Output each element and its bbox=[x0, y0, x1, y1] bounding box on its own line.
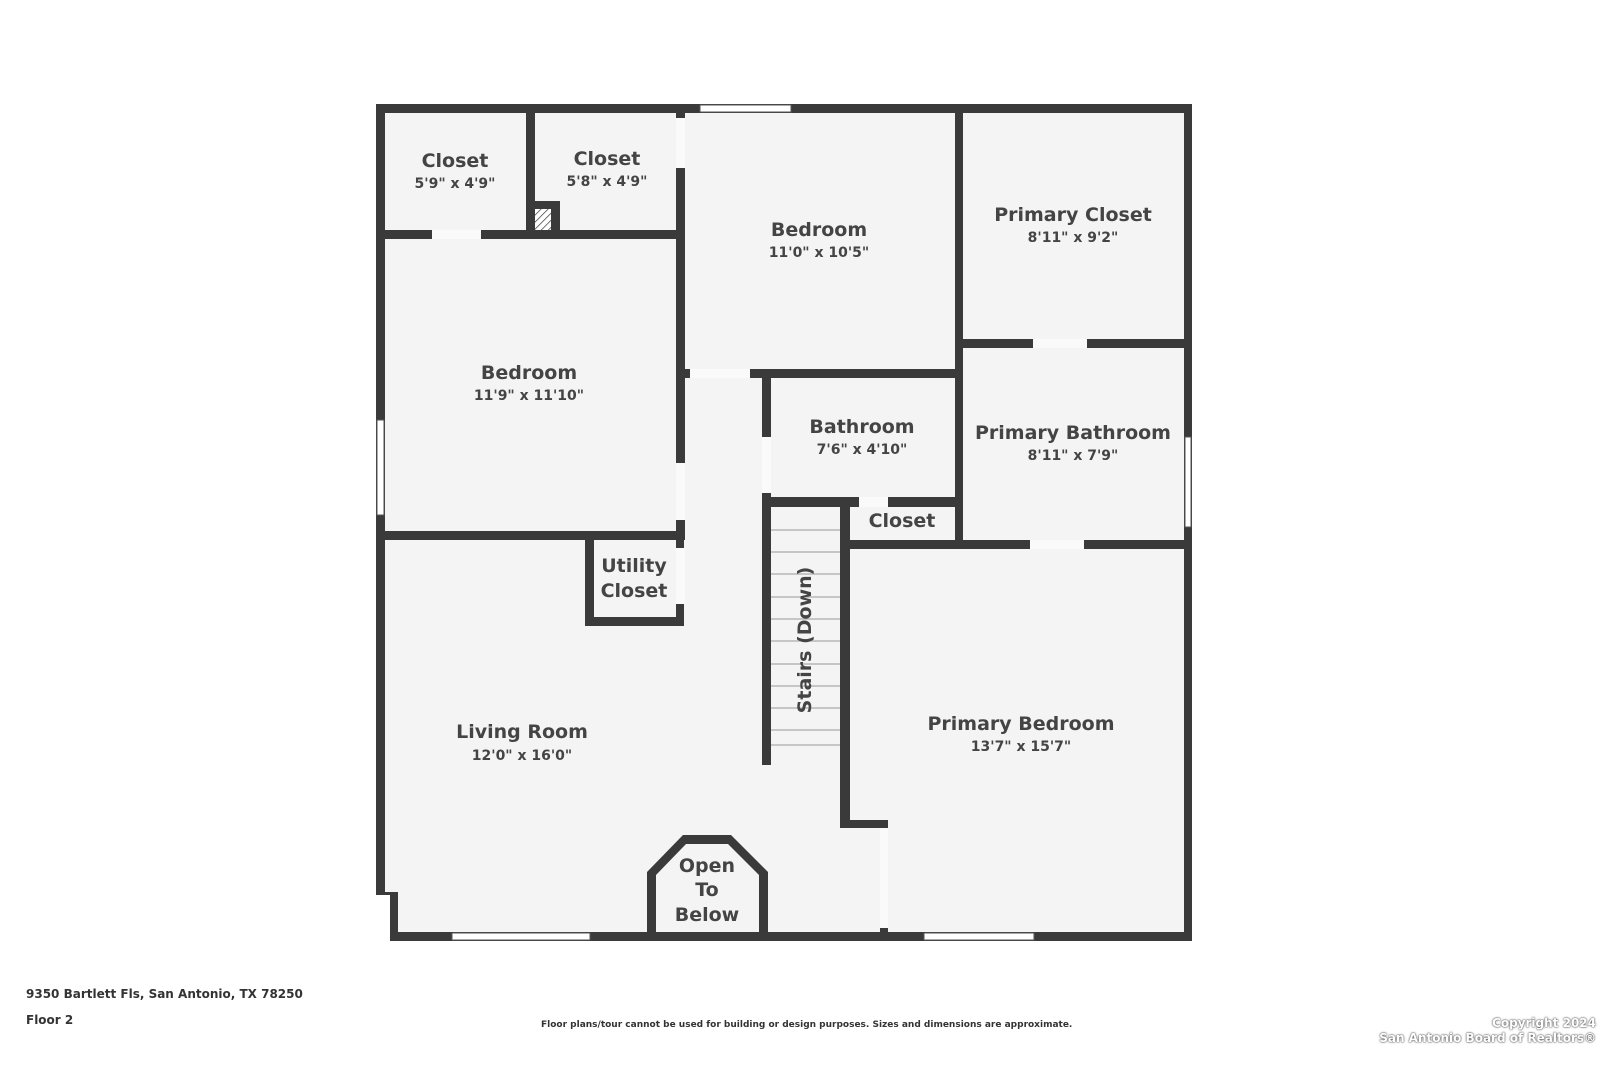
room-name: Living Room bbox=[456, 721, 588, 743]
room-dims: 5'9" x 4'9" bbox=[415, 176, 496, 192]
room-name: Primary Bedroom bbox=[927, 713, 1114, 735]
primary-closet bbox=[963, 113, 1184, 339]
chimney-hatch bbox=[535, 209, 551, 230]
room-name: To bbox=[695, 879, 719, 901]
room-dims: 8'11" x 9'2" bbox=[1028, 230, 1119, 246]
door-openings bbox=[432, 118, 1087, 928]
address: 9350 Bartlett Fls, San Antonio, TX 78250 bbox=[26, 987, 303, 1001]
utility-closet bbox=[594, 540, 676, 617]
room-name: Closet bbox=[869, 510, 936, 532]
room-name: Closet bbox=[574, 148, 641, 170]
room-name: Below bbox=[675, 904, 740, 926]
copyright-year: Copyright 2024 bbox=[1492, 1016, 1596, 1030]
room-name: Closet bbox=[422, 150, 489, 172]
room-name: Bedroom bbox=[771, 219, 867, 241]
stairs-label: Stairs (Down) bbox=[794, 567, 816, 714]
room-dims: 5'8" x 4'9" bbox=[567, 174, 648, 190]
closet-1 bbox=[385, 113, 526, 230]
room-dims: 13'7" x 15'7" bbox=[971, 739, 1071, 755]
room-name: Utility bbox=[601, 555, 667, 577]
room-dims: 8'11" x 7'9" bbox=[1028, 448, 1119, 464]
room-name: Closet bbox=[601, 580, 668, 602]
open-to-below bbox=[656, 844, 759, 932]
copyright-owner: San Antonio Board of Realtors® bbox=[1379, 1031, 1596, 1045]
bedroom-left bbox=[385, 239, 676, 531]
bathroom bbox=[771, 378, 955, 497]
room-name: Open bbox=[679, 855, 735, 877]
primary-bedroom bbox=[850, 549, 1184, 932]
room-dims: 12'0" x 16'0" bbox=[472, 748, 572, 764]
room-dims: 7'6" x 4'10" bbox=[817, 442, 908, 458]
room-dims: 11'9" x 11'10" bbox=[474, 388, 584, 404]
windows bbox=[376, 104, 1192, 941]
stairs bbox=[771, 507, 840, 765]
room-name: Bedroom bbox=[481, 362, 577, 384]
disclaimer: Floor plans/tour cannot be used for buil… bbox=[541, 1020, 1073, 1030]
room-dims: 11'0" x 10'5" bbox=[769, 245, 869, 261]
primary-bathroom bbox=[963, 348, 1184, 540]
room-name: Bathroom bbox=[809, 416, 914, 438]
room-name: Primary Closet bbox=[994, 204, 1152, 226]
copyright: Copyright 2024 San Antonio Board of Real… bbox=[1379, 1016, 1596, 1046]
floor-label: Floor 2 bbox=[26, 1013, 74, 1027]
room-name: Primary Bathroom bbox=[975, 422, 1171, 444]
bedroom-top bbox=[685, 113, 955, 369]
closet-small bbox=[850, 507, 955, 540]
